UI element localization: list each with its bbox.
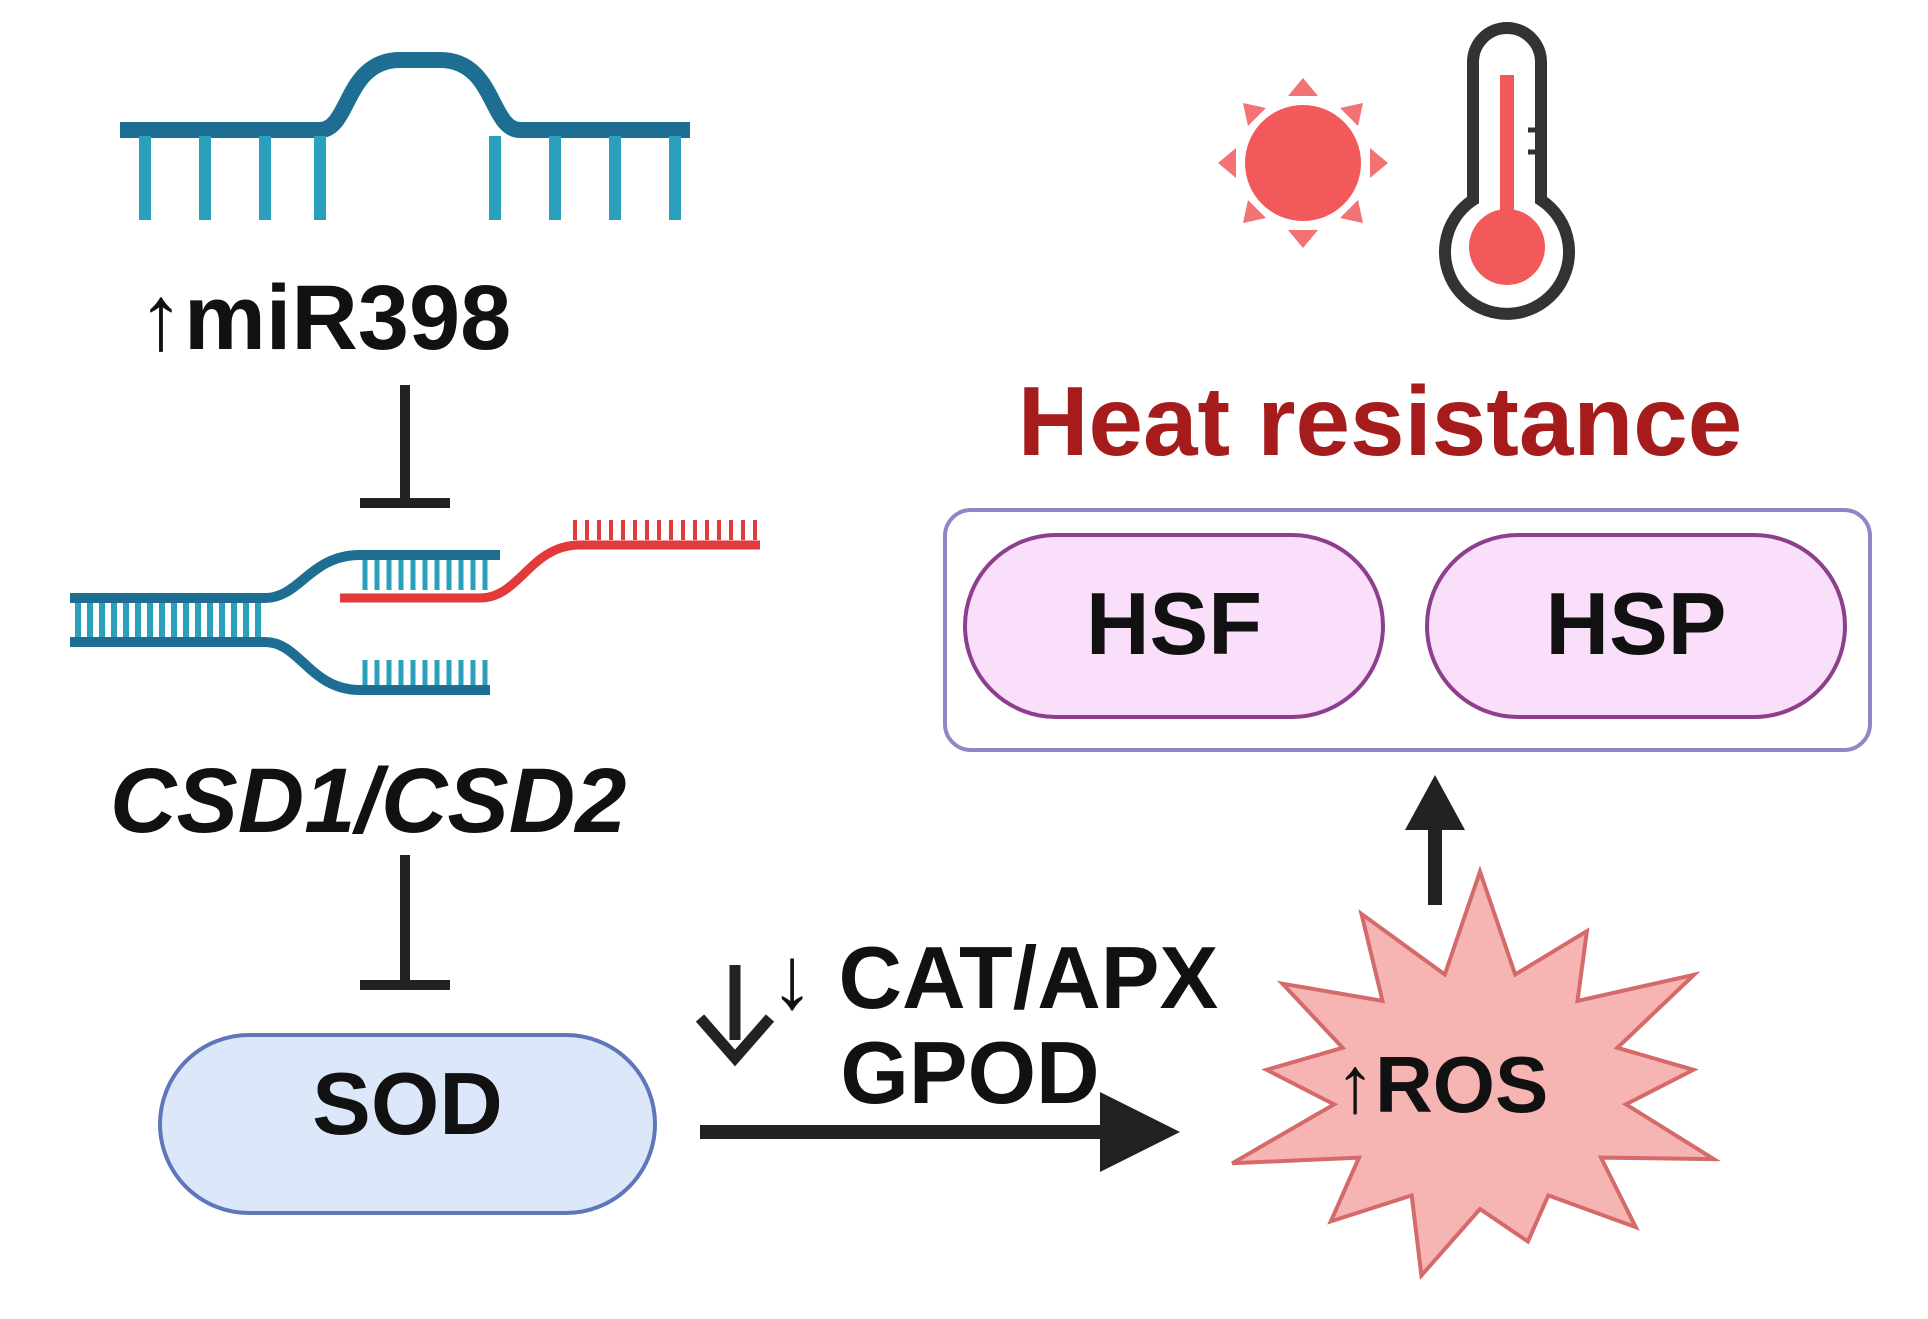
sod-label: SOD xyxy=(312,1054,503,1153)
mrna-duplex-icon xyxy=(70,520,760,695)
arrow-sod-to-ros xyxy=(700,1092,1180,1172)
arrow-ros-to-heat-shock xyxy=(1405,775,1465,905)
enzymes-label: ↓ CAT/APX GPOD xyxy=(770,928,1219,1123)
ros-label: ↑ROS xyxy=(1335,1040,1549,1129)
ros-burst xyxy=(1231,865,1721,1281)
csd-genes-label: CSD1/CSD2 xyxy=(110,750,627,852)
thermometer-icon xyxy=(1439,22,1575,320)
mir398-label: ↑miR398 xyxy=(138,267,512,369)
enzymes-line-2: GPOD xyxy=(840,1023,1100,1123)
mirna-hairpin-icon xyxy=(120,52,690,220)
hsf-box xyxy=(963,533,1385,719)
hsp-label: HSP xyxy=(1545,574,1727,673)
heat-resistance-title: Heat resistance xyxy=(1017,366,1743,476)
hsf-label: HSF xyxy=(1086,574,1262,673)
sod-box xyxy=(158,1033,657,1215)
enzymes-decrease-arrow xyxy=(695,965,775,1067)
inhibition-csd-to-sod xyxy=(360,855,450,990)
enzymes-line-1: ↓ CAT/APX xyxy=(770,928,1219,1027)
hsp-box xyxy=(1425,533,1847,719)
sun-icon xyxy=(1218,78,1388,248)
inhibition-mir-to-csd xyxy=(360,385,450,508)
